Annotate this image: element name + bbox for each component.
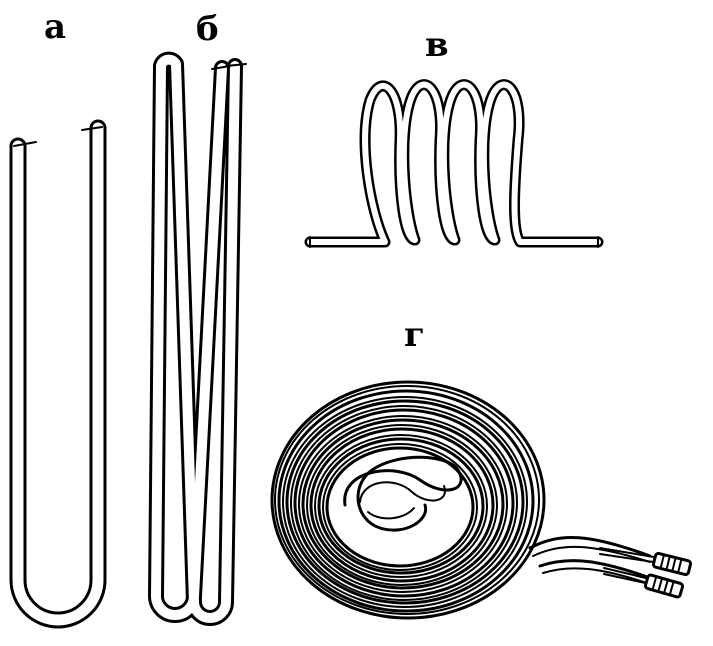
label-a: а — [44, 7, 67, 47]
helical-coil — [304, 79, 604, 248]
label-g: г — [404, 315, 425, 355]
flat-spiral-coil — [270, 380, 693, 620]
double-folded-tube — [148, 51, 247, 626]
u-shaped-tube — [9, 119, 107, 629]
label-v: в — [425, 25, 449, 65]
label-b: б — [196, 9, 219, 49]
